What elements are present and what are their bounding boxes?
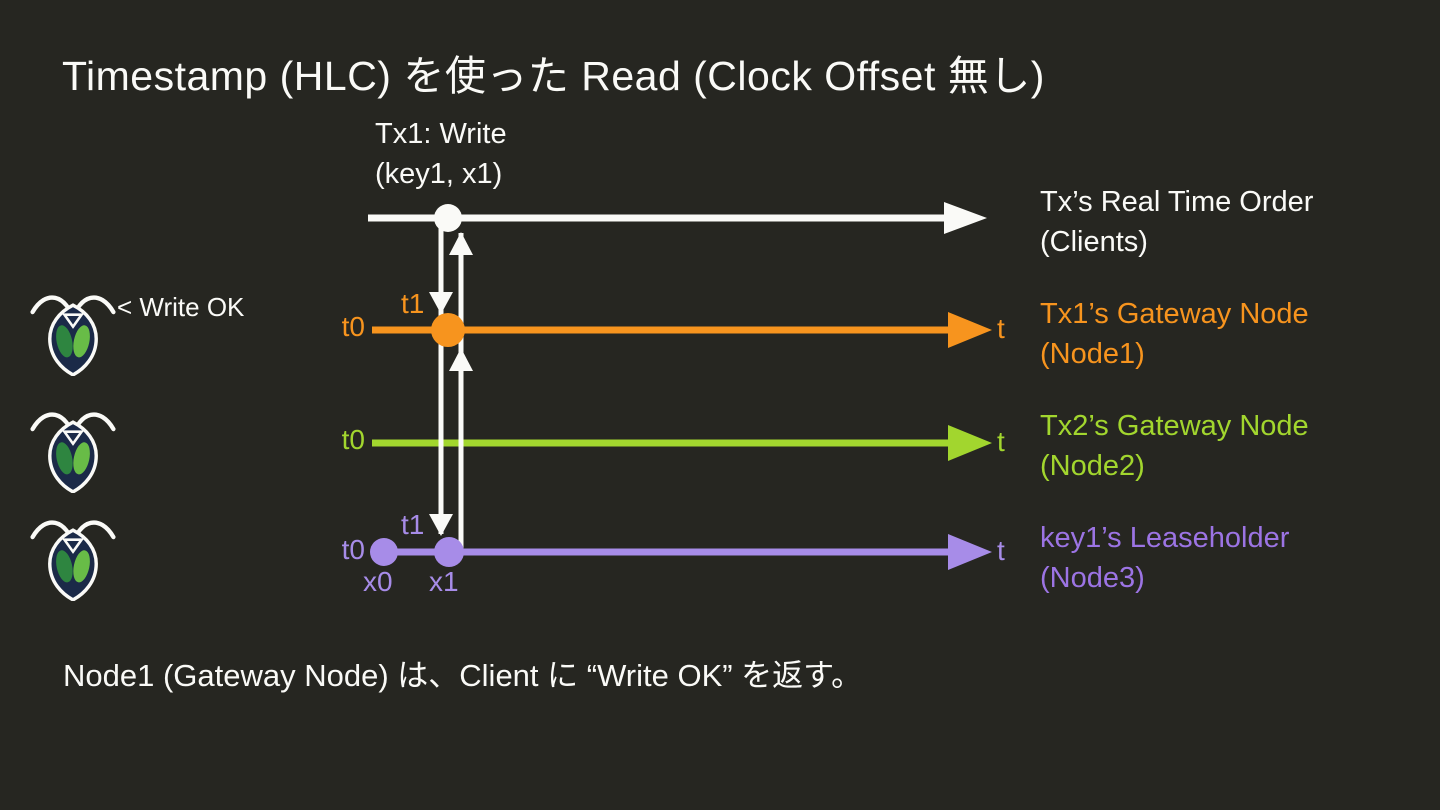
response-arrows-up: [449, 232, 473, 552]
cockroach-icon: [30, 520, 116, 601]
node3-x0-label: x0: [363, 566, 393, 597]
request-arrows-down: [429, 220, 453, 536]
legend-clients-line2: (Clients): [1040, 226, 1148, 258]
node1-t1-dot: [431, 313, 465, 347]
node2-t0-label: t0: [341, 424, 365, 455]
node3-x1-dot: [434, 537, 464, 567]
node3-t1-label: t1: [401, 509, 425, 540]
clients-write-dot: [434, 204, 462, 232]
tx1-write-line1: Tx1: Write: [375, 118, 507, 150]
node3-x0-dot: [370, 538, 398, 566]
legend-node2-line1: Tx2’s Gateway Node: [1040, 410, 1309, 442]
node3-x1-label: x1: [429, 566, 459, 597]
legend-node2-line2: (Node2): [1040, 450, 1145, 482]
node3-timeline-arrow: [380, 534, 992, 570]
legend-node3-line1: key1’s Leaseholder: [1040, 522, 1290, 554]
legend-node2: Tx2’s Gateway Node (Node2): [1040, 406, 1430, 486]
node3-t0-label: t0: [341, 534, 365, 565]
tx1-write-line2: (key1, x1): [375, 158, 503, 190]
footer-note: Node1 (Gateway Node) は、Client に “Write O…: [63, 658, 863, 693]
node2-t-end-label: t: [997, 426, 1005, 457]
clients-timeline-arrow: [368, 202, 987, 234]
write-ok-callout: < Write OK: [117, 292, 245, 322]
node3-t-end-label: t: [997, 535, 1005, 566]
legend-node1-line1: Tx1’s Gateway Node: [1040, 298, 1309, 330]
node1-timeline-arrow: [372, 312, 992, 348]
page-title: Timestamp (HLC) を使った Read (Clock Offset …: [62, 53, 1045, 99]
legend-node1: Tx1’s Gateway Node (Node1): [1040, 294, 1430, 374]
legend-clients: Tx’s Real Time Order (Clients): [1040, 182, 1430, 262]
legend-clients-line1: Tx’s Real Time Order: [1040, 186, 1314, 218]
node1-t1-label: t1: [401, 288, 425, 319]
node1-t0-label: t0: [341, 311, 365, 342]
cockroach-icon: [30, 412, 116, 493]
legend-node1-line2: (Node1): [1040, 338, 1145, 370]
cockroach-icon: [30, 295, 116, 376]
legend-node3-line2: (Node3): [1040, 562, 1145, 594]
legend-node3: key1’s Leaseholder (Node3): [1040, 518, 1430, 598]
node1-t-end-label: t: [997, 313, 1005, 344]
node2-timeline-arrow: [372, 425, 992, 461]
tx1-write-annotation: Tx1: Write (key1, x1): [375, 114, 507, 194]
